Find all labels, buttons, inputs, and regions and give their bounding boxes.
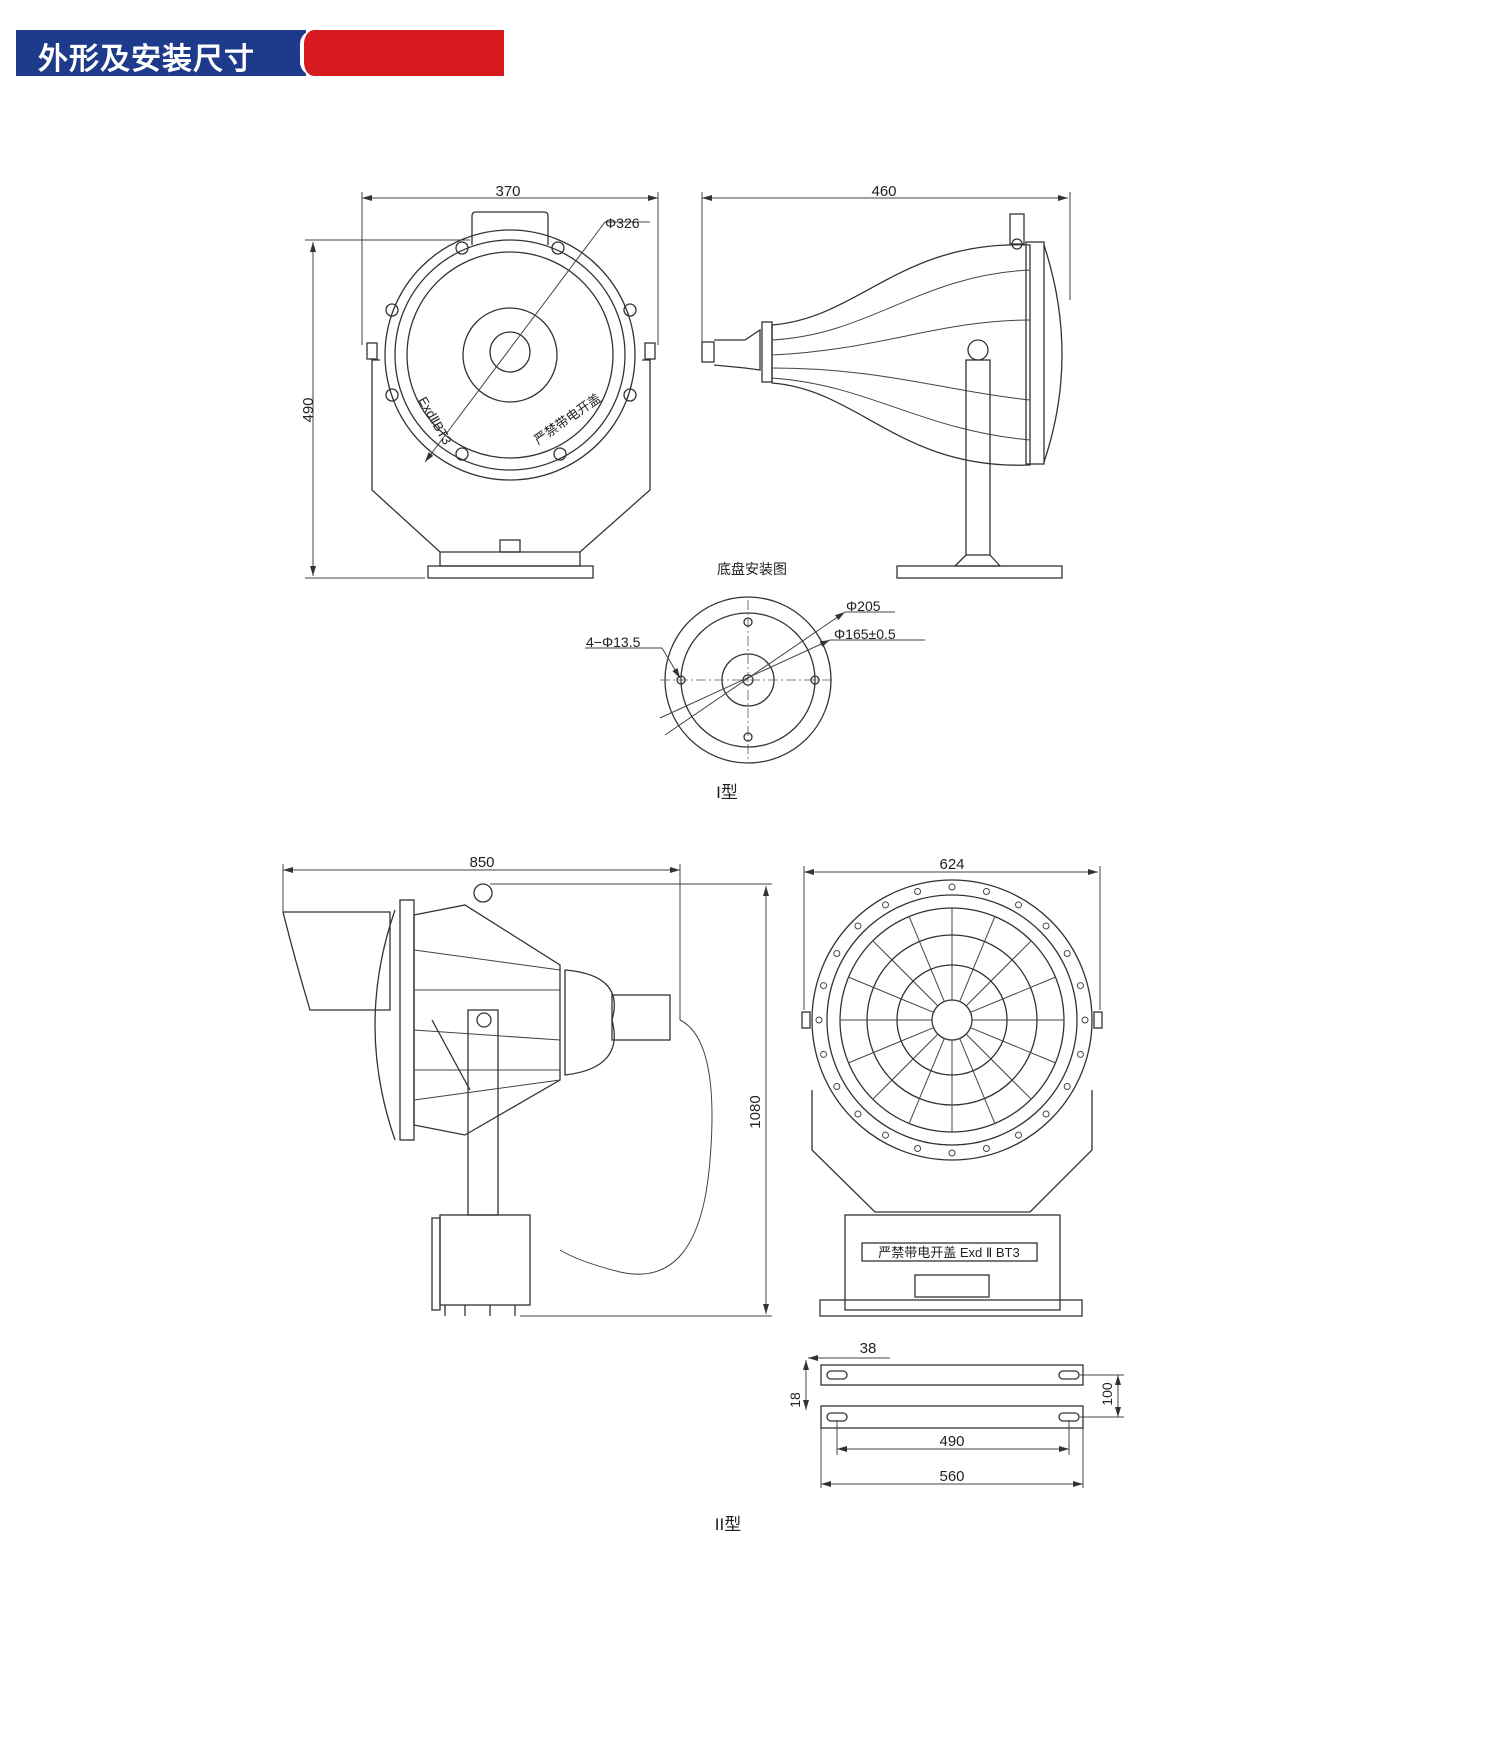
grille-spoke [848, 976, 934, 1013]
type2-front-view: 624 严禁带电开盖 Exd Ⅱ BT3 [801, 856, 1103, 1317]
bolt [882, 901, 889, 909]
grille-spoke [965, 940, 1032, 1007]
dim-length: 560 [939, 1468, 964, 1485]
type2-base-plate: 38 18 100 490 560 [787, 1340, 1124, 1488]
bolt [1015, 901, 1022, 909]
bolt [815, 1016, 823, 1024]
type1-base-plate: Φ205 Φ165±0.5 4−Φ13.5 I型 [585, 596, 925, 802]
dim-width: 624 [939, 856, 964, 873]
dim-hole-span: 490 [939, 1433, 964, 1450]
type1-side-view: 460 底盘安装图 [701, 183, 1071, 579]
dim-diameter: Φ326 [605, 215, 640, 231]
dim-length: 850 [469, 854, 494, 871]
dim-slot-offset: 38 [860, 1340, 877, 1357]
bolt [1063, 950, 1071, 957]
grille-spoke [959, 916, 996, 1002]
dim-spacing: 100 [1099, 1382, 1115, 1406]
dim-slot-width: 18 [787, 1392, 803, 1408]
grille-spoke [872, 1033, 939, 1100]
bolt [1015, 1131, 1022, 1139]
bolt [1042, 922, 1050, 930]
page-title: 外形及安装尺寸 [38, 43, 255, 76]
dim-pcd: Φ165±0.5 [834, 626, 896, 642]
type2-label: II型 [715, 1515, 741, 1534]
grille-spoke [965, 1033, 1032, 1100]
bolt [833, 1083, 841, 1090]
grille-spoke [970, 1027, 1056, 1064]
grille-spoke [872, 940, 939, 1007]
marking-warning: 严禁带电开盖 [531, 390, 604, 447]
bolt [982, 888, 990, 896]
bolt [914, 1144, 922, 1152]
grille-spoke [908, 1038, 945, 1124]
bolt [948, 1149, 956, 1157]
dim-holes: 4−Φ13.5 [586, 634, 641, 650]
bolt [1042, 1110, 1050, 1118]
dim-height: 1080 [747, 1095, 764, 1128]
bolt [948, 883, 956, 891]
bolt [982, 1144, 990, 1152]
bolt [1076, 982, 1084, 990]
bolt [882, 1131, 889, 1139]
bolt [1081, 1016, 1089, 1024]
bolt [833, 950, 841, 957]
bolt [820, 982, 828, 990]
bolt [1063, 1083, 1071, 1090]
bolt [914, 888, 922, 896]
grille-spoke [908, 916, 945, 1002]
marking-ex: ExdⅡBT3 [415, 394, 454, 447]
grille-spoke [848, 1027, 934, 1064]
bolt [1076, 1050, 1084, 1058]
type2-side-view: 850 1080 II型 [282, 854, 772, 1534]
header-bar [16, 30, 306, 76]
bolt [854, 922, 862, 930]
type1-label: I型 [716, 783, 738, 802]
dim-length: 460 [871, 183, 896, 200]
dim-height: 490 [300, 397, 317, 422]
grille-spoke [970, 976, 1056, 1013]
nameplate: 严禁带电开盖 Exd Ⅱ BT3 [878, 1245, 1019, 1260]
dim-outer-diameter: Φ205 [846, 598, 881, 614]
type1-front-view: 370 490 Φ326 ExdⅡBT3 严禁带电开盖 [300, 183, 659, 579]
bolt [820, 1050, 828, 1058]
bolt [854, 1110, 862, 1118]
dim-width: 370 [495, 183, 520, 200]
header-accent [300, 30, 504, 76]
grille-spoke [959, 1038, 996, 1124]
base-drawing-title: 底盘安装图 [717, 561, 787, 577]
